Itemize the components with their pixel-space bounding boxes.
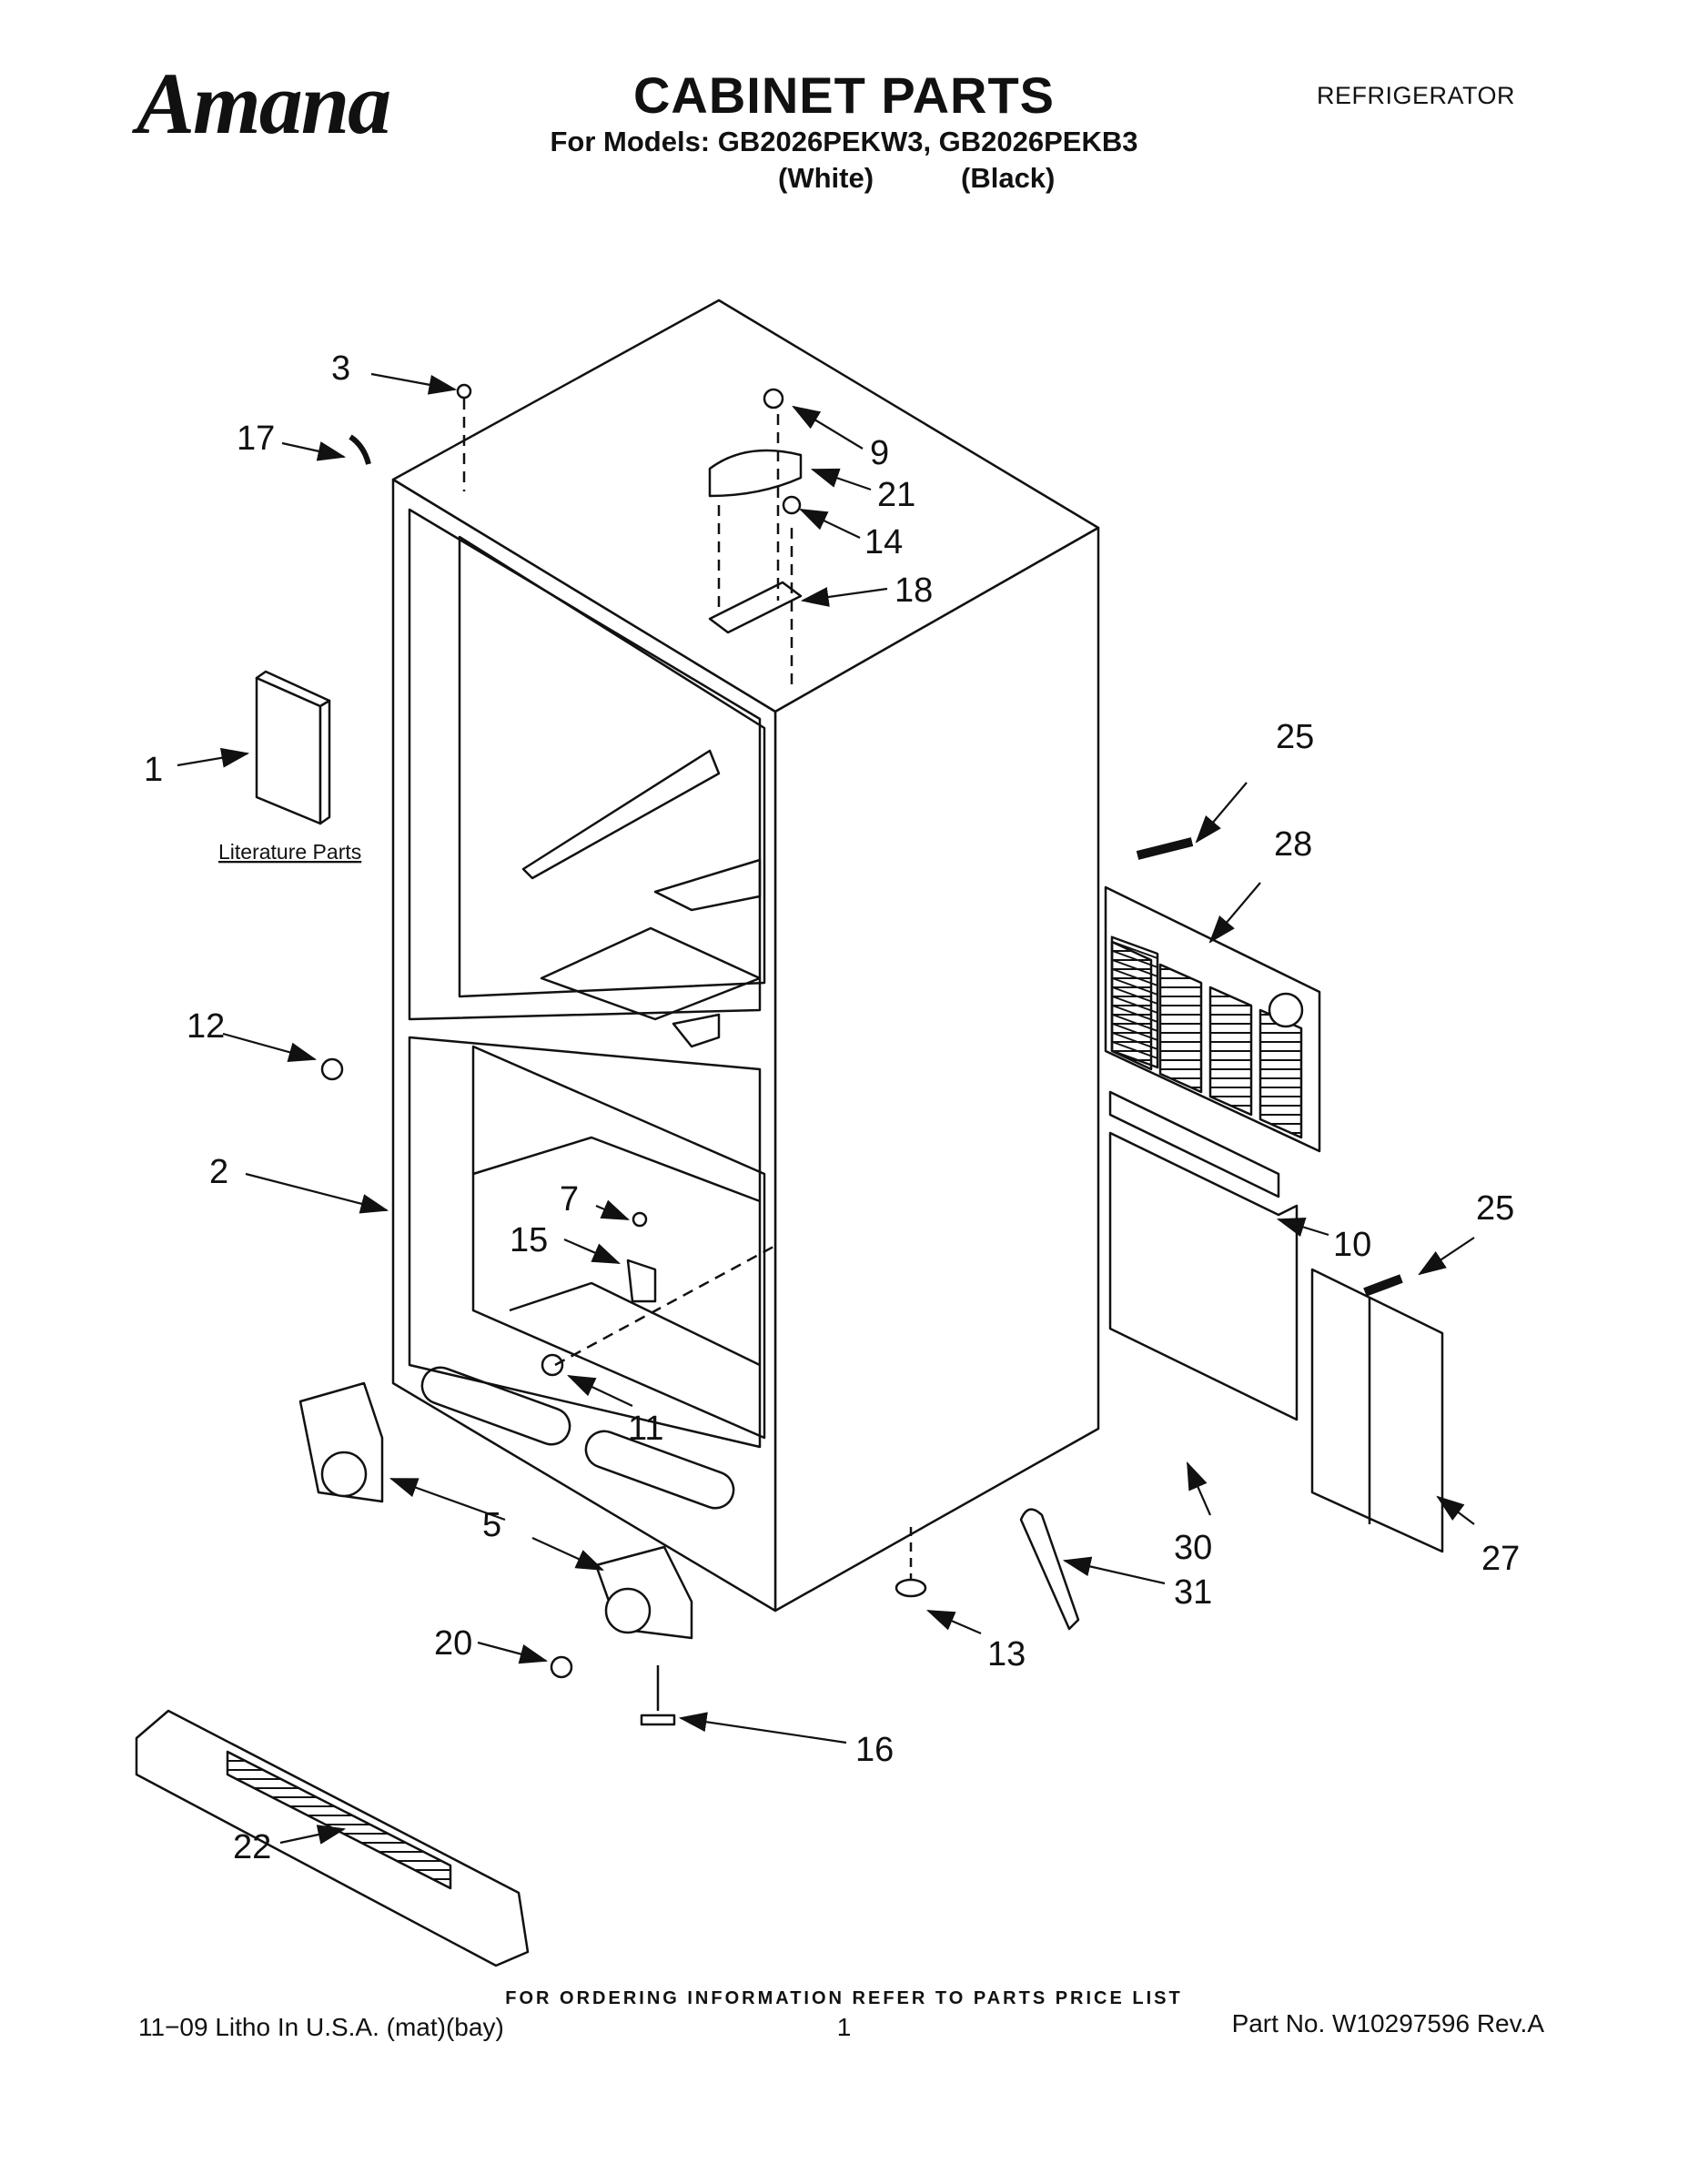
variant-white: (White)	[778, 162, 874, 194]
callout-31: 31	[1174, 1573, 1212, 1612]
callout-16: 16	[855, 1731, 894, 1769]
page-number: 1	[836, 2013, 852, 2041]
part-number: Part No. W10297596 Rev.A	[1231, 2009, 1544, 2037]
cabinet-shell	[391, 298, 1100, 1613]
callout-27: 27	[1481, 1540, 1520, 1578]
litho-info: 11−09 Litho In U.S.A. (mat)(bay)	[138, 2013, 504, 2041]
callout-14: 14	[864, 523, 903, 561]
callout-13: 13	[987, 1635, 1026, 1673]
callout-22: 22	[233, 1828, 271, 1866]
callout-labels: 3 17 9 21 14 18 1 Literature Parts 12 2 …	[144, 349, 1520, 1866]
callout-7: 7	[560, 1180, 579, 1218]
brand-logo: Amana	[136, 55, 391, 152]
variant-black: (Black)	[961, 162, 1056, 194]
appliance-category: REFRIGERATOR	[1316, 82, 1515, 109]
callout-3: 3	[331, 349, 350, 388]
callout-5: 5	[482, 1506, 501, 1544]
callout-1: 1	[144, 751, 163, 789]
top-hinge-assembly	[349, 383, 803, 692]
callout-28: 28	[1274, 825, 1312, 864]
callout-18: 18	[895, 571, 933, 610]
ordering-info: FOR ORDERING INFORMATION REFER TO PARTS …	[505, 1988, 1183, 2008]
models-line: For Models: GB2026PEKW3, GB2026PEKB3	[550, 126, 1138, 157]
callout-30: 30	[1174, 1529, 1212, 1567]
callout-15: 15	[510, 1221, 548, 1259]
literature-booklet	[255, 670, 331, 825]
callout-11: 11	[628, 1410, 663, 1448]
literature-parts-label: Literature Parts	[218, 840, 361, 864]
page-title: CABINET PARTS	[632, 66, 1056, 124]
base-grille	[135, 1709, 530, 1967]
callout-25-lower: 25	[1476, 1189, 1514, 1228]
callout-21: 21	[877, 476, 915, 514]
callout-25-upper: 25	[1276, 718, 1314, 756]
callout-9: 9	[870, 434, 889, 472]
leader-arrows	[177, 372, 1475, 1845]
rear-access-panels	[1104, 837, 1444, 1553]
rollers-and-levelers	[298, 1057, 1080, 1726]
callout-10: 10	[1333, 1226, 1371, 1264]
callout-17: 17	[237, 420, 275, 458]
callout-20: 20	[434, 1624, 472, 1663]
callout-2: 2	[209, 1153, 228, 1191]
callout-12: 12	[187, 1007, 225, 1046]
